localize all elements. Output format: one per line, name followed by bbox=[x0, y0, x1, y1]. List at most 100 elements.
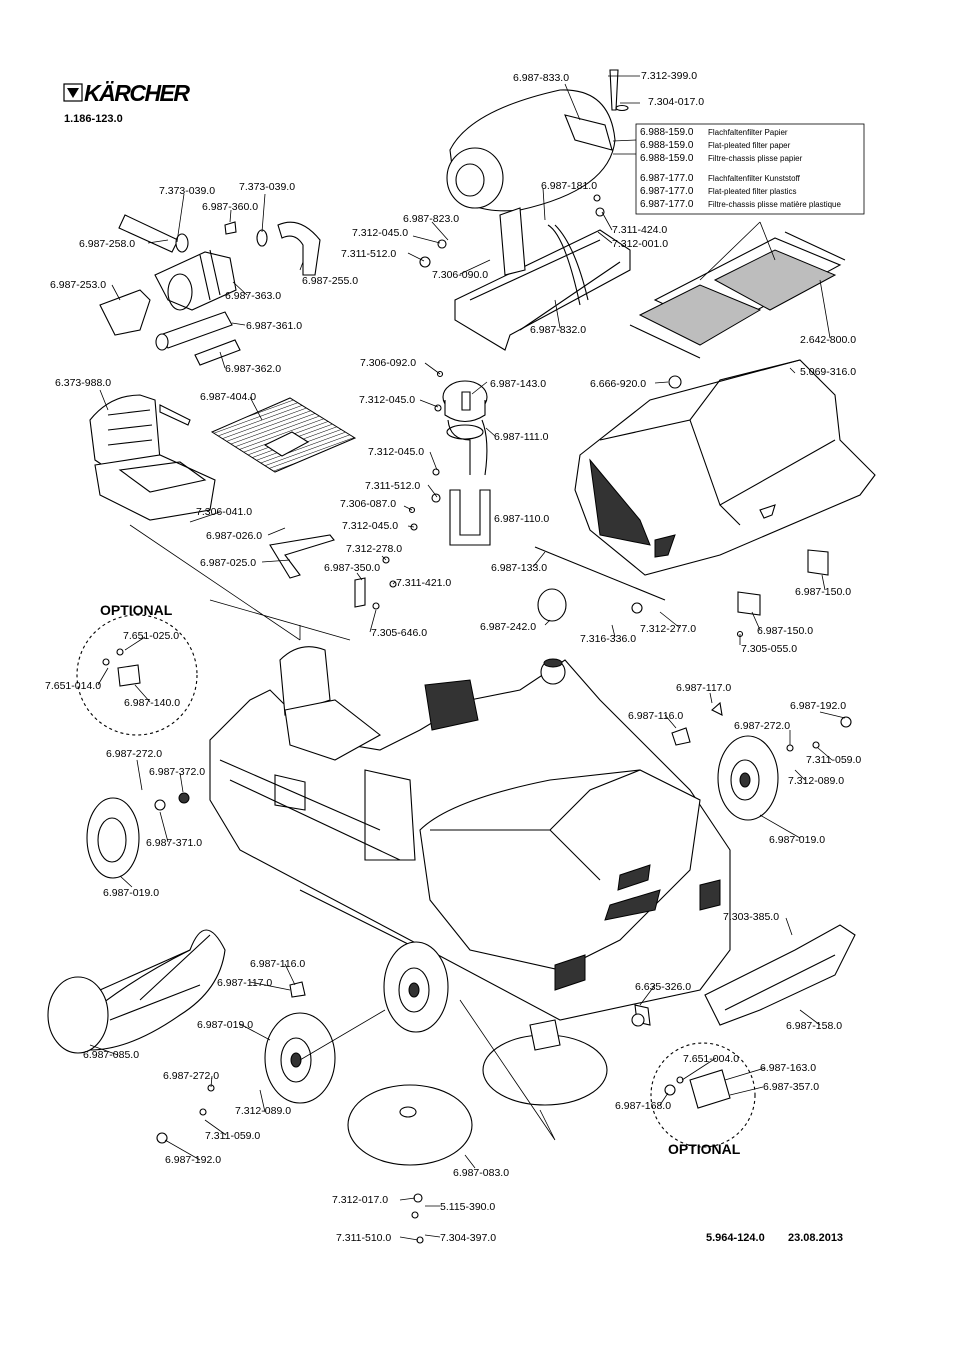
steering-column bbox=[269, 534, 335, 579]
part-number: 6.987-272.0 bbox=[163, 1070, 219, 1082]
optional-label: OPTIONAL bbox=[668, 1141, 741, 1157]
part-number: 7.311-059.0 bbox=[205, 1130, 260, 1142]
part-number: 6.987-116.0 bbox=[628, 710, 683, 722]
part-number: 7.651-025.0 bbox=[123, 630, 179, 642]
part-number: 6.987-833.0 bbox=[513, 72, 569, 84]
part-number: 6.987-192.0 bbox=[165, 1154, 221, 1166]
floor-mat bbox=[210, 397, 357, 473]
part-number: 6.987-140.0 bbox=[124, 697, 180, 709]
part-number: 6.987-363.0 bbox=[225, 290, 281, 302]
part-number: 7.306-090.0 bbox=[432, 269, 488, 281]
component-drawings bbox=[47, 69, 876, 1244]
beacon-lamp bbox=[442, 380, 488, 476]
part-number: 5.115-390.0 bbox=[440, 1201, 495, 1213]
optional-lamp-left bbox=[76, 614, 198, 736]
filter-part: 6.988-159.0 bbox=[640, 140, 694, 151]
part-number: 6.666-920.0 bbox=[590, 378, 646, 390]
rear-left-wheel bbox=[86, 792, 190, 879]
machine-chassis bbox=[209, 646, 731, 1021]
part-number: 6.635-326.0 bbox=[635, 981, 691, 993]
part-number: 7.651-014.0 bbox=[45, 680, 101, 692]
part-number: 6.987-083.0 bbox=[453, 1167, 509, 1179]
part-number: 6.987-255.0 bbox=[302, 275, 358, 287]
filter-desc: Filtre-chassis plisse matière plastique bbox=[708, 200, 841, 209]
model-number: 1.186-123.0 bbox=[64, 113, 123, 125]
part-number: 6.987-350.0 bbox=[324, 562, 380, 574]
part-number: 6.987-150.0 bbox=[757, 625, 813, 637]
filter-desc: Flat-pleated filter paper bbox=[708, 141, 791, 150]
beacon-stand bbox=[449, 489, 491, 546]
part-number: 7.312-045.0 bbox=[342, 520, 398, 532]
optional-label: OPTIONAL bbox=[100, 602, 173, 618]
disc-brush bbox=[347, 1084, 473, 1166]
part-number: 6.987-085.0 bbox=[83, 1049, 139, 1061]
filter-part: 6.987-177.0 bbox=[640, 186, 694, 197]
pressure-accumulator bbox=[537, 588, 567, 685]
part-number: 6.987-163.0 bbox=[760, 1062, 816, 1074]
part-number: 7.311-510.0 bbox=[336, 1232, 391, 1244]
part-number: 6.987-823.0 bbox=[403, 213, 459, 225]
part-number: 6.987-168.0 bbox=[615, 1100, 671, 1112]
filter-part: 6.988-159.0 bbox=[640, 153, 694, 164]
part-number: 7.316-336.0 bbox=[580, 633, 636, 645]
part-number: 6.987-253.0 bbox=[50, 279, 106, 291]
document-number: 5.964-124.0 bbox=[706, 1232, 765, 1244]
part-number: 6.373-988.0 bbox=[55, 377, 111, 389]
part-number: 6.987-372.0 bbox=[149, 766, 205, 778]
part-number: 6.987-362.0 bbox=[225, 363, 281, 375]
filter-desc: Flachfaltenfilter Kunststoff bbox=[708, 174, 801, 183]
filter-desc: Flachfaltenfilter Papier bbox=[708, 128, 788, 137]
part-number: 7.306-092.0 bbox=[360, 357, 416, 369]
part-number: 6.987-158.0 bbox=[786, 1020, 842, 1032]
part-number: 6.987-360.0 bbox=[202, 201, 258, 213]
karcher-logo: KÄRCHER bbox=[63, 80, 192, 106]
intake-hoses bbox=[99, 214, 321, 366]
filter-desc: Filtre-chassis plisse papier bbox=[708, 154, 803, 163]
part-number: 6.987-832.0 bbox=[530, 324, 586, 336]
part-number: 7.305-055.0 bbox=[741, 643, 797, 655]
part-number: 6.987-272.0 bbox=[734, 720, 790, 732]
part-number: 7.306-041.0 bbox=[196, 506, 252, 518]
part-number: 7.312-399.0 bbox=[641, 70, 697, 82]
part-number: 6.987-143.0 bbox=[490, 378, 546, 390]
part-number: 6.987-192.0 bbox=[790, 700, 846, 712]
part-number: 7.312-045.0 bbox=[352, 227, 408, 239]
hinge bbox=[737, 591, 761, 616]
part-number: 7.311-424.0 bbox=[612, 224, 667, 236]
part-number: 6.987-258.0 bbox=[79, 238, 135, 250]
part-number: 7.304-397.0 bbox=[440, 1232, 496, 1244]
part-number: 7.304-017.0 bbox=[648, 96, 704, 108]
part-number: 7.312-001.0 bbox=[612, 238, 668, 250]
rear-right-wheel bbox=[717, 735, 779, 821]
part-number: 7.373-039.0 bbox=[159, 185, 215, 197]
part-number: 7.373-039.0 bbox=[239, 181, 295, 193]
filter-desc: Flat-pleated filter plastics bbox=[708, 187, 796, 196]
part-number: 6.987-111.0 bbox=[494, 431, 549, 443]
part-number: 6.987-110.0 bbox=[494, 513, 549, 525]
side-panel bbox=[704, 924, 856, 1026]
flat-pleated-filters bbox=[629, 231, 846, 359]
part-number: 6.987-357.0 bbox=[763, 1081, 819, 1093]
part-number: 7.305-646.0 bbox=[371, 627, 427, 639]
part-number: 7.311-512.0 bbox=[341, 248, 396, 260]
optional-lamp-right bbox=[650, 1042, 756, 1148]
main-roller-brush bbox=[47, 929, 226, 1054]
part-number: 6.987-019.0 bbox=[103, 887, 159, 899]
part-number: 7.312-017.0 bbox=[332, 1194, 388, 1206]
seat bbox=[89, 394, 216, 521]
brand-name: KÄRCHER bbox=[84, 80, 190, 106]
part-number: 6.987-371.0 bbox=[146, 837, 202, 849]
part-number: 7.312-089.0 bbox=[235, 1105, 291, 1117]
part-number: 6.987-025.0 bbox=[200, 557, 256, 569]
part-number: 6.987-116.0 bbox=[250, 958, 305, 970]
part-number: 6.987-019.0 bbox=[197, 1019, 253, 1031]
part-number: 6.987-181.0 bbox=[541, 180, 597, 192]
hinge bbox=[807, 549, 829, 576]
document-date: 23.08.2013 bbox=[788, 1232, 843, 1244]
filter-housing bbox=[446, 69, 629, 212]
part-number: 7.651-004.0 bbox=[683, 1053, 739, 1065]
part-number: 6.987-150.0 bbox=[795, 586, 851, 598]
part-number: 6.987-133.0 bbox=[491, 562, 547, 574]
loose-front-wheel bbox=[156, 1012, 336, 1144]
